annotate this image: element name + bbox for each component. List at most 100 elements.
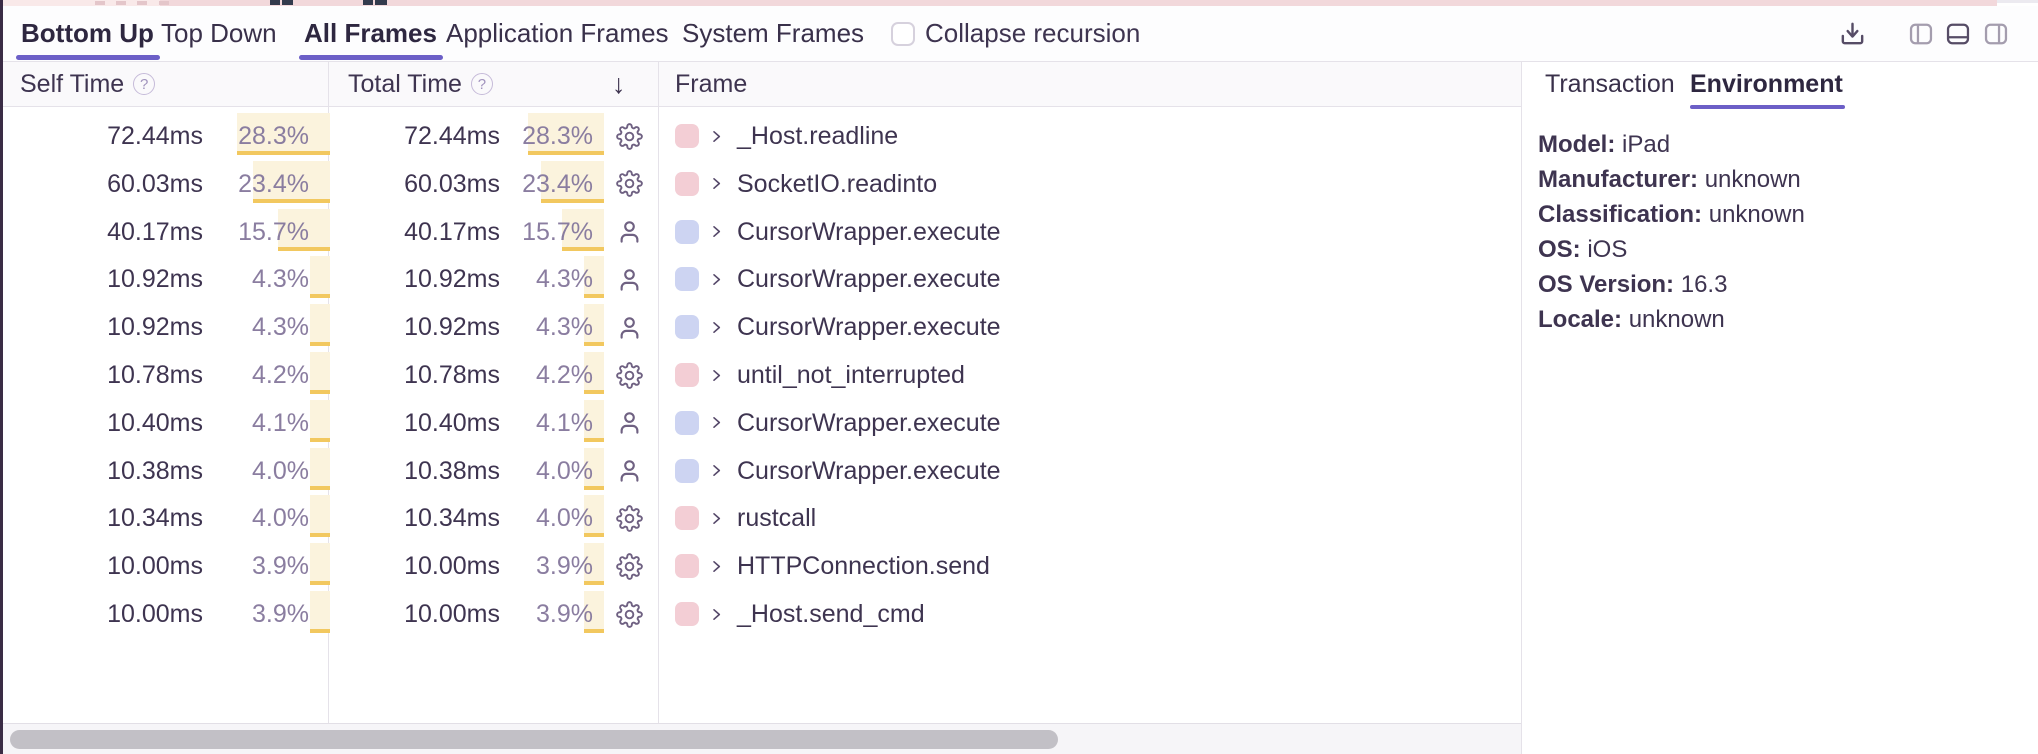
total-time-value: 10.92ms	[330, 255, 500, 303]
total-time-value: 40.17ms	[330, 208, 500, 256]
frame-color-chip-pink	[675, 602, 699, 626]
table-header: Self Time ? Total Time ? ↓ Frame	[0, 62, 1521, 107]
table-row[interactable]: 10.00ms3.9%10.00ms3.9%HTTPConnection.sen…	[0, 542, 1521, 590]
chevron-right-icon[interactable]	[709, 303, 724, 351]
panel-tab-environment[interactable]: Environment	[1690, 62, 1843, 107]
minimap-mark	[116, 1, 126, 5]
table-row[interactable]: 10.78ms4.2%10.78ms4.2%until_not_interrup…	[0, 351, 1521, 399]
self-time-percent: 4.1%	[160, 399, 330, 447]
minimap-corner	[1997, 0, 2038, 3]
gear-icon	[616, 542, 643, 590]
self-time-percent: 3.9%	[160, 590, 330, 638]
view-tab-system-frames[interactable]: System Frames	[682, 6, 864, 61]
minimap-mark	[159, 1, 169, 5]
frame-name: rustcall	[737, 494, 816, 542]
chevron-right-icon[interactable]	[709, 590, 724, 638]
panel-right-icon[interactable]	[1983, 6, 2009, 61]
frame-name: CursorWrapper.execute	[737, 303, 1001, 351]
table-row[interactable]: 10.34ms4.0%10.34ms4.0%rustcall	[0, 494, 1521, 542]
horizontal-scrollbar-track[interactable]	[0, 723, 1521, 754]
panel-tab-label: Transaction	[1545, 70, 1675, 99]
column-header-total-time[interactable]: Total Time ?	[348, 62, 493, 106]
view-tab-bottom-up[interactable]: Bottom Up	[21, 6, 154, 61]
gear-icon	[616, 351, 643, 399]
table-row[interactable]: 10.92ms4.3%10.92ms4.3%CursorWrapper.exec…	[0, 255, 1521, 303]
tab-label: All Frames	[304, 18, 437, 49]
collapse-recursion-checkbox[interactable]	[891, 22, 915, 46]
table-row[interactable]: 10.00ms3.9%10.00ms3.9%_Host.send_cmd	[0, 590, 1521, 638]
collapse-recursion-label: Collapse recursion	[925, 18, 1140, 49]
table-row[interactable]: 10.92ms4.3%10.92ms4.3%CursorWrapper.exec…	[0, 303, 1521, 351]
frame-name: until_not_interrupted	[737, 351, 965, 399]
gear-icon	[616, 494, 643, 542]
total-time-percent: 4.1%	[480, 399, 604, 447]
view-tab-all-frames[interactable]: All Frames	[304, 6, 437, 61]
frame-color-chip-pink	[675, 124, 699, 148]
chevron-right-icon[interactable]	[709, 255, 724, 303]
frame-name: _Host.send_cmd	[737, 590, 925, 638]
table-row[interactable]: 10.40ms4.1%10.40ms4.1%CursorWrapper.exec…	[0, 399, 1521, 447]
total-time-value: 10.34ms	[330, 494, 500, 542]
chevron-right-icon[interactable]	[709, 351, 724, 399]
chevron-right-icon[interactable]	[709, 542, 724, 590]
column-header-frame[interactable]: Frame	[675, 62, 747, 106]
chevron-right-icon[interactable]	[709, 399, 724, 447]
frame-color-chip-pink	[675, 554, 699, 578]
self-time-percent: 4.3%	[160, 303, 330, 351]
user-icon	[616, 255, 643, 303]
chevron-right-icon[interactable]	[709, 208, 724, 256]
panel-left-icon[interactable]	[1908, 6, 1934, 61]
frame-color-chip-blue	[675, 411, 699, 435]
chevron-right-icon[interactable]	[709, 160, 724, 208]
table-row[interactable]: 60.03ms23.4%60.03ms23.4%SocketIO.readint…	[0, 160, 1521, 208]
frame-color-chip-blue	[675, 459, 699, 483]
total-time-value: 10.00ms	[330, 590, 500, 638]
user-icon	[616, 447, 643, 495]
total-time-value: 10.78ms	[330, 351, 500, 399]
view-tab-top-down[interactable]: Top Down	[161, 6, 277, 61]
minimap-mark	[95, 1, 105, 5]
table-row[interactable]: 10.38ms4.0%10.38ms4.0%CursorWrapper.exec…	[0, 447, 1521, 495]
frame-label: Frame	[675, 70, 747, 99]
call-tree-table: 72.44ms28.3%72.44ms28.3%_Host.readline60…	[0, 112, 1521, 638]
help-icon[interactable]: ?	[133, 73, 155, 95]
self-time-percent: 4.0%	[160, 447, 330, 495]
column-header-self-time[interactable]: Self Time ?	[20, 62, 155, 106]
frame-color-chip-pink	[675, 363, 699, 387]
minimap-sample-mark	[375, 0, 387, 5]
minimap-mark	[137, 1, 147, 5]
minimap-sample-mark	[282, 0, 293, 5]
chevron-right-icon[interactable]	[709, 112, 724, 160]
view-tab-application-frames[interactable]: Application Frames	[446, 6, 669, 61]
user-icon	[616, 399, 643, 447]
table-row[interactable]: 40.17ms15.7%40.17ms15.7%CursorWrapper.ex…	[0, 208, 1521, 256]
chevron-right-icon[interactable]	[709, 494, 724, 542]
total-time-percent: 15.7%	[480, 208, 604, 256]
panel-divider	[1521, 62, 1522, 754]
total-time-percent: 4.0%	[480, 447, 604, 495]
frame-color-chip-pink	[675, 172, 699, 196]
self-time-percent: 28.3%	[160, 112, 330, 160]
user-icon	[616, 208, 643, 256]
environment-field: OS Version: 16.3	[1538, 267, 2018, 302]
minimap-sample-mark	[363, 0, 373, 5]
panel-bottom-icon[interactable]	[1945, 6, 1971, 61]
total-time-value: 10.40ms	[330, 399, 500, 447]
frame-color-chip-blue	[675, 220, 699, 244]
window-left-edge	[0, 0, 3, 754]
tab-label: Application Frames	[446, 18, 669, 49]
panel-tab-transaction[interactable]: Transaction	[1545, 62, 1675, 107]
environment-field: Manufacturer: unknown	[1538, 162, 2018, 197]
table-row[interactable]: 72.44ms28.3%72.44ms28.3%_Host.readline	[0, 112, 1521, 160]
sort-direction-icon[interactable]: ↓	[612, 62, 626, 106]
field-value: iOS	[1587, 236, 1627, 263]
frame-name: SocketIO.readinto	[737, 160, 937, 208]
frame-name: HTTPConnection.send	[737, 542, 990, 590]
download-icon[interactable]	[1838, 6, 1867, 61]
horizontal-scrollbar-thumb[interactable]	[10, 730, 1058, 749]
help-icon[interactable]: ?	[471, 73, 493, 95]
self-time-label: Self Time	[20, 70, 124, 99]
field-label: Manufacturer:	[1538, 166, 1698, 193]
tab-label: System Frames	[682, 18, 864, 49]
chevron-right-icon[interactable]	[709, 447, 724, 495]
